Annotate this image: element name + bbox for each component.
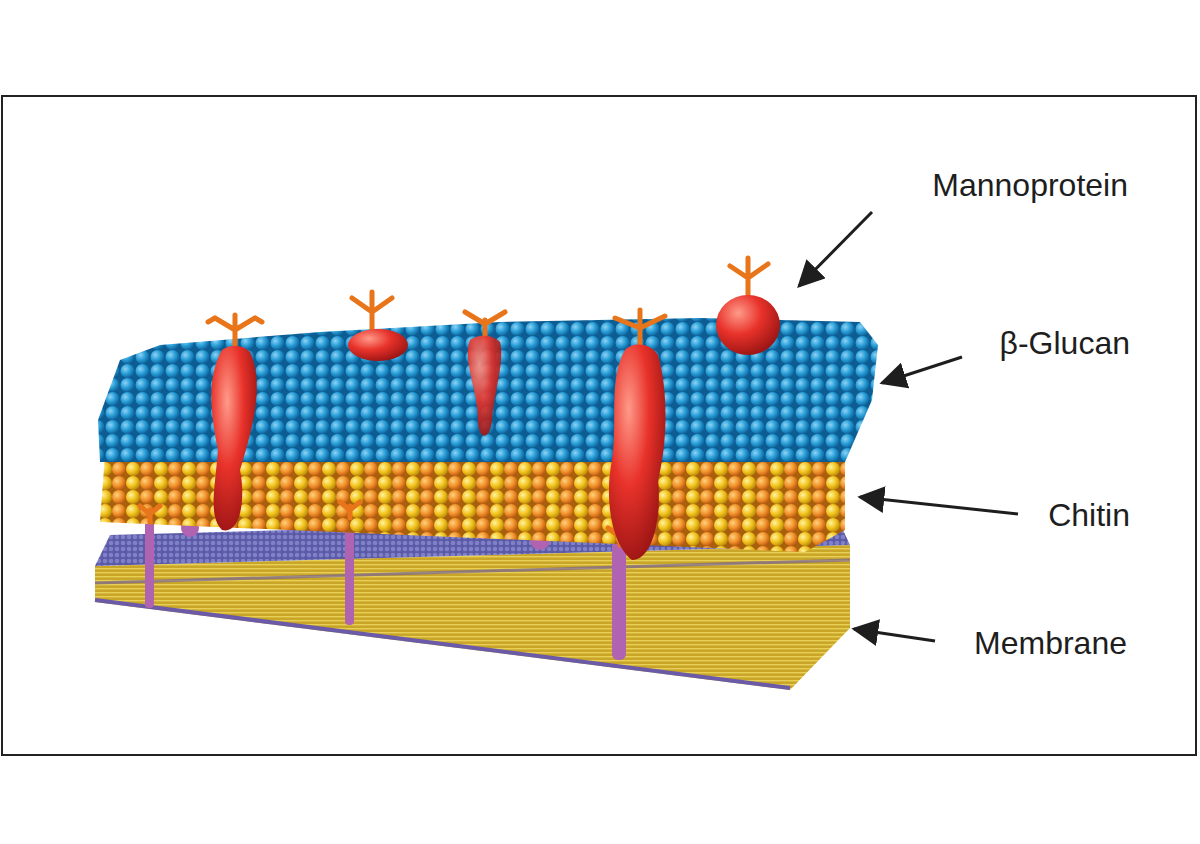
- callout-label: Mannoprotein: [932, 168, 1128, 203]
- callout-label: Membrane: [974, 626, 1127, 661]
- callout-label: Chitin: [1048, 498, 1130, 533]
- callout-label: β-Glucan: [1000, 326, 1130, 361]
- frame: [2, 96, 1196, 755]
- leader-arrow: [799, 212, 1018, 641]
- mannoprotein: [140, 258, 780, 560]
